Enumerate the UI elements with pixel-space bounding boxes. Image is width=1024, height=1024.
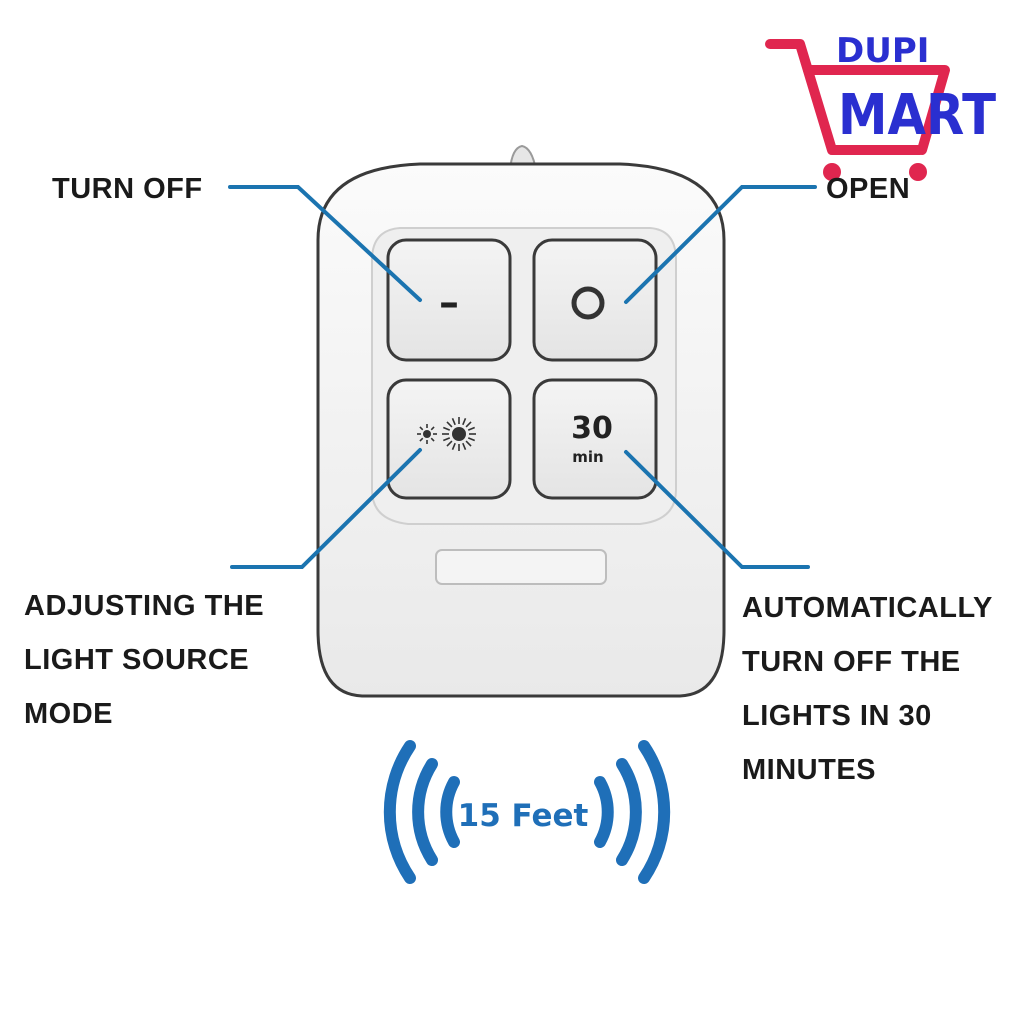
sun-ray <box>446 421 453 428</box>
adjust-label-line-2: LIGHT SOURCE <box>24 644 250 676</box>
leader-line-adjust <box>230 448 422 569</box>
remote-control: – 30 min <box>316 144 726 698</box>
circle-icon <box>571 286 605 320</box>
sun-ray <box>442 426 451 431</box>
sun-ray <box>467 426 476 431</box>
sun-ray <box>446 440 453 447</box>
open-label-text: OPEN <box>826 173 911 205</box>
timer-value: 30 <box>571 411 613 446</box>
auto-label-line-1: AUTOMATICALLY <box>742 592 993 624</box>
range-label: 15 Feet <box>458 798 589 834</box>
sun-ray <box>430 426 435 431</box>
shopping-cart-icon <box>765 39 950 181</box>
signal-wave-left-middle <box>412 758 438 866</box>
sun-ray <box>419 426 424 431</box>
auto-label-line-2: TURN OFF THE <box>742 646 961 678</box>
minus-icon: – <box>439 280 459 326</box>
dupimart-logo: DUPI MART <box>765 31 996 181</box>
auto-off-label: AUTOMATICALLY TURN OFF THE LIGHTS IN 30 … <box>742 581 993 797</box>
leader-line-turn-off <box>228 185 422 302</box>
sun-ray <box>419 437 424 442</box>
sun-ray <box>462 442 467 451</box>
signal-wave-right-middle <box>616 758 642 866</box>
adjust-light-mode-label: ADJUSTING THE LIGHT SOURCE MODE <box>24 579 264 741</box>
sun-ray <box>467 437 476 442</box>
open-button[interactable] <box>532 238 658 362</box>
signal-wave-right-inner <box>594 776 614 848</box>
sun-ray <box>451 442 456 451</box>
leader-line-auto <box>624 450 810 569</box>
adjust-label-line-1: ADJUSTING THE <box>24 590 265 622</box>
auto-label-line-4: MINUTES <box>742 754 876 786</box>
large-sun-icon <box>442 417 476 451</box>
small-sun-icon <box>417 424 437 444</box>
turn-off-label: TURN OFF <box>52 162 203 216</box>
adjust-label-line-3: MODE <box>24 698 113 730</box>
timer-unit: min <box>572 448 603 466</box>
sun-ray <box>451 417 456 426</box>
turn-off-label-text: TURN OFF <box>52 173 203 205</box>
signal-wave-left-inner <box>440 776 460 848</box>
sun-ray <box>462 417 467 426</box>
sun-ray <box>430 437 435 442</box>
auto-label-line-3: LIGHTS IN 30 <box>742 700 932 732</box>
turn-off-button[interactable]: – <box>386 238 512 362</box>
timer-30-min-button[interactable]: 30 min <box>532 378 658 500</box>
signal-range-indicator: 15 Feet <box>383 740 671 884</box>
open-label: OPEN <box>826 162 910 216</box>
sun-ray <box>465 421 472 428</box>
brightness-mode-button[interactable] <box>386 378 512 500</box>
battery-slot <box>435 549 607 585</box>
signal-wave-left-outer <box>383 740 416 884</box>
brand-name-bottom: MART <box>838 83 996 148</box>
sun-ray <box>465 440 472 447</box>
leader-line-open <box>624 185 817 304</box>
leader-lines <box>228 185 817 569</box>
signal-wave-right-outer <box>638 740 671 884</box>
sun-ray <box>442 437 451 442</box>
brand-name-top: DUPI <box>836 31 929 71</box>
